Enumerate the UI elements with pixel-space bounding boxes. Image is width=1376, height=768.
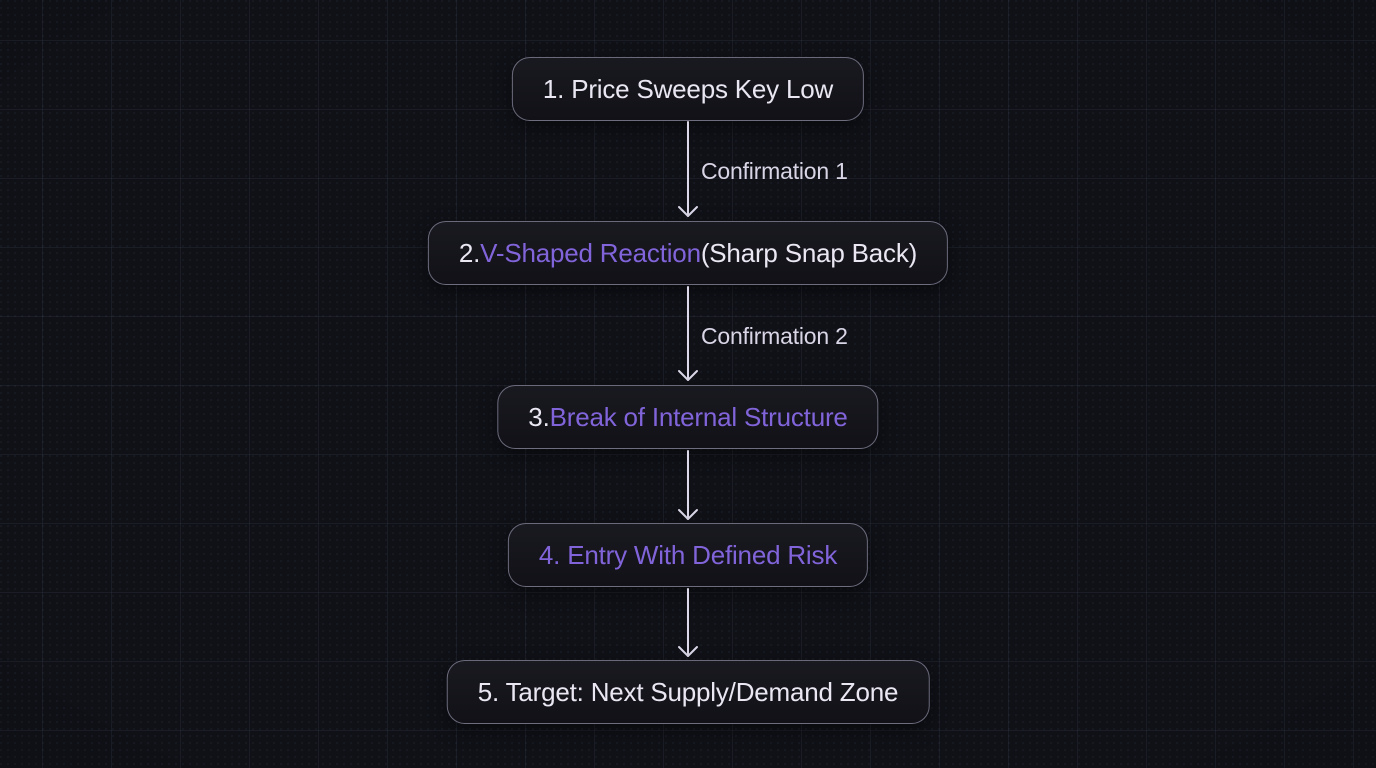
node-step-3-prefix: 3.	[528, 401, 550, 432]
arrow-down-connector-4	[678, 588, 698, 657]
flow-node-step-2: 2. V-Shaped Reaction (Sharp Snap Back)	[427, 221, 949, 285]
flow-node-step-4: 4. Entry With Defined Risk	[507, 523, 869, 587]
flow-node-step-1: 1. Price Sweeps Key Low	[511, 57, 865, 121]
node-step-2-prefix: 2.	[458, 237, 481, 268]
flow-node-step-5: 5. Target: Next Supply/Demand Zone	[446, 660, 930, 724]
node-step-2-accent-text: V-Shaped Reaction	[480, 237, 701, 268]
edge-label-confirmation-2: Confirmation 2	[701, 323, 848, 349]
node-step-4-text: 4. Entry With Defined Risk	[538, 539, 838, 570]
arrow-down-connector-2	[678, 286, 698, 381]
node-step-5-text: 5. Target: Next Supply/Demand Zone	[477, 676, 899, 707]
arrow-down-connector-3	[678, 450, 698, 520]
node-step-2-suffix: (Sharp Snap Back)	[700, 237, 918, 268]
arrow-down-connector-1	[678, 121, 698, 217]
node-step-1-text: 1. Price Sweeps Key Low	[542, 73, 834, 104]
flow-node-step-3: 3. Break of Internal Structure	[497, 385, 879, 449]
node-step-3-accent-text: Break of Internal Structure	[549, 401, 848, 432]
edge-label-confirmation-1: Confirmation 1	[701, 158, 848, 184]
